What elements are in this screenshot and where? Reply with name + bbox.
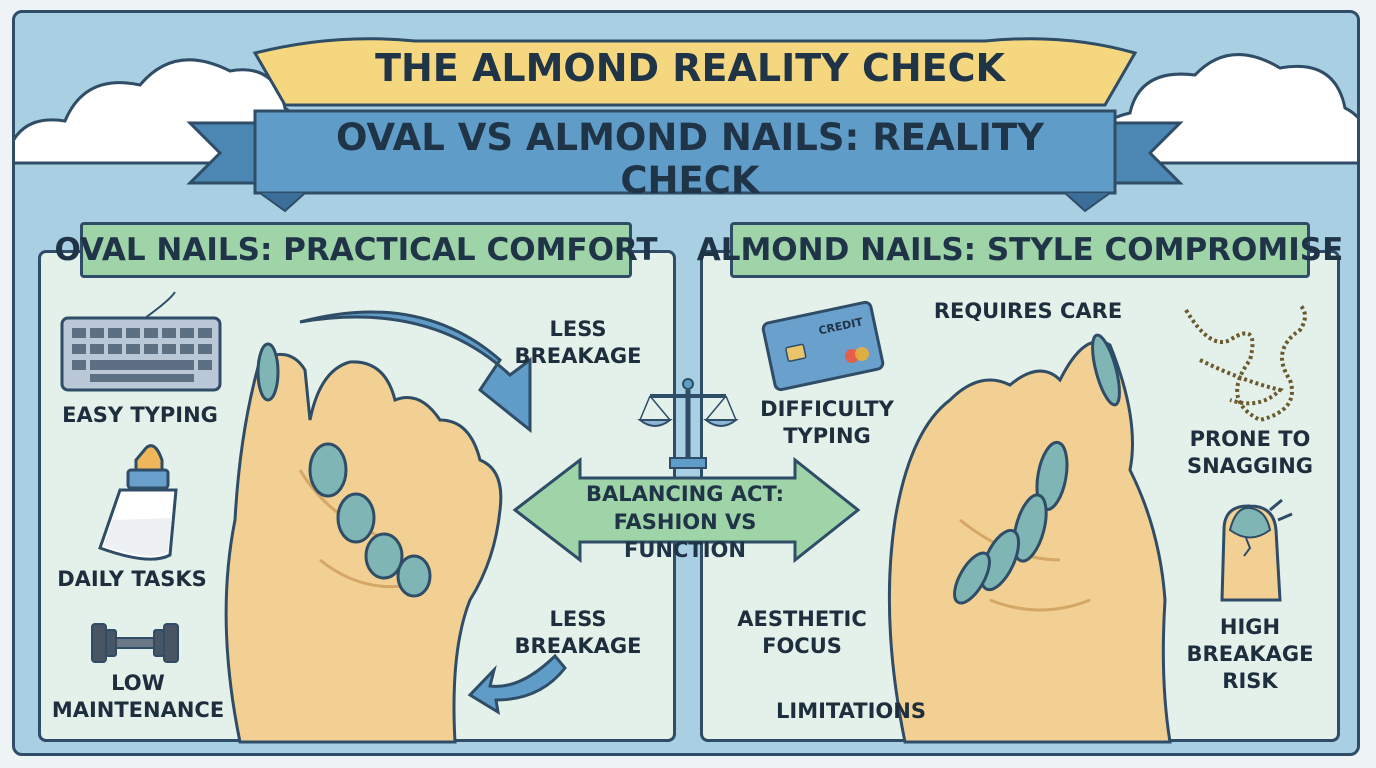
return-arrow-icon	[467, 653, 567, 715]
label-limitations: LIMITATIONS	[776, 699, 926, 723]
balancing-act-line2: FASHION VS FUNCTION	[613, 510, 757, 562]
keyboard-icon	[60, 291, 222, 392]
title-ribbon	[252, 37, 1138, 107]
broken-nail-icon	[1220, 498, 1293, 602]
label-prone-to-snagging: PRONE TO SNAGGING	[1186, 427, 1314, 478]
almond-heading: ALMOND NAILS: STYLE COMPROMISE	[697, 222, 1343, 278]
label-less-breakage-bottom: LESS BREAKAGE	[514, 607, 642, 658]
oval-heading: OVAL NAILS: PRACTICAL COMFORT	[54, 222, 658, 278]
subtitle-banner	[253, 109, 1117, 195]
baby-bottle-icon	[98, 444, 178, 561]
balance-scale-icon	[637, 378, 739, 469]
dumbbell-icon	[91, 623, 179, 663]
label-aesthetic-focus: AESTHETIC FOCUS	[737, 607, 867, 658]
page-subtitle: OVAL VS ALMOND NAILS: REALITY CHECK	[336, 116, 1044, 202]
label-less-breakage-top: LESS BREAKAGE	[514, 317, 642, 368]
label-daily-tasks: DAILY TASKS	[57, 567, 207, 591]
label-easy-typing: EASY TYPING	[62, 403, 218, 427]
oval-hand-icon	[224, 342, 503, 744]
necklace-icon	[1184, 303, 1307, 423]
curved-arrow-icon	[299, 310, 532, 434]
label-high-breakage-risk: HIGH BREAKAGE RISK	[1186, 615, 1314, 693]
sky-decoration	[15, 37, 1357, 213]
almond-hand-icon	[887, 333, 1172, 744]
label-difficulty-typing: DIFFICULTY TYPING	[760, 397, 894, 448]
credit-card-icon	[761, 300, 885, 392]
balancing-act-line1: BALANCING ACT:	[585, 482, 785, 506]
page-title: THE ALMOND REALITY CHECK	[375, 46, 1005, 90]
label-requires-care: REQUIRES CARE	[933, 299, 1123, 323]
balancing-act-text: BALANCING ACT: FASHION VS FUNCTION	[560, 480, 810, 564]
double-arrow-icon	[512, 456, 861, 564]
label-low-maintenance: LOW MAINTENANCE	[51, 671, 225, 722]
